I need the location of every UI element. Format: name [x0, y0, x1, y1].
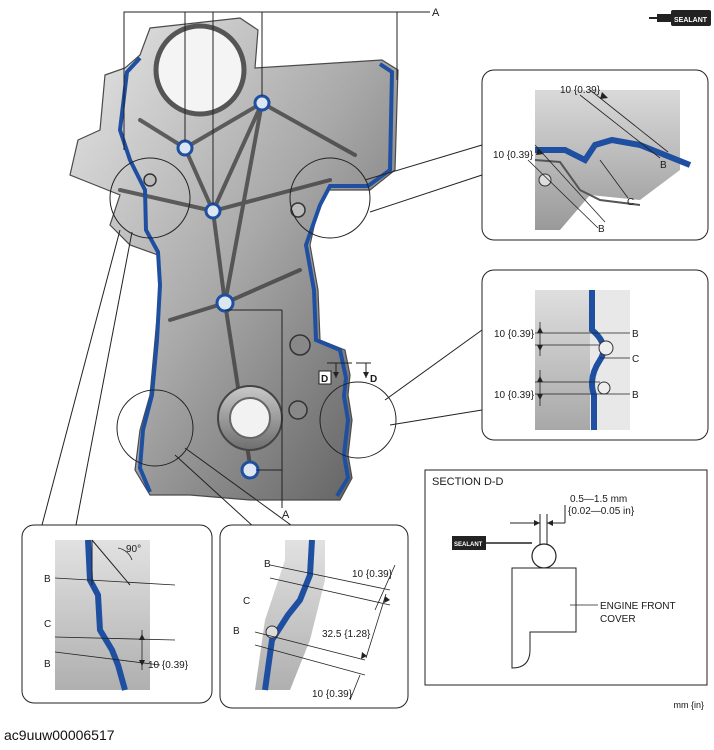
section-label-d-left: D — [321, 374, 328, 385]
sealant-tube-label — [452, 536, 486, 550]
inset-tr-c: C — [627, 197, 634, 208]
inset-bc-c: C — [243, 596, 250, 607]
section-part-line1: ENGINE FRONT — [600, 601, 676, 612]
inset-mr-dim-top: 10 {0.39} — [494, 329, 535, 340]
inset-mr-b2: B — [632, 390, 639, 401]
sealant-bead-section — [531, 543, 557, 569]
inset-tr-b2: B — [598, 224, 605, 235]
inset-bc-b2: B — [233, 626, 240, 637]
section-arrow — [363, 372, 369, 378]
boss — [289, 334, 311, 356]
inset-bc-dim-top: 10 {0.39} — [352, 569, 393, 580]
section-dim-in: {0.02—0.05 in} — [568, 506, 635, 517]
inset-mid-right: 10 {0.39} 10 {0.39} B C B — [481, 269, 709, 441]
sealant-tube-text: SEALANT — [454, 542, 483, 548]
inset-tr-dim-left: 10 {0.39} — [493, 150, 534, 161]
inset-bl-b2: B — [44, 659, 51, 670]
section-label-box — [318, 370, 332, 385]
sealant-bead — [303, 62, 395, 498]
crank-bore-inner — [229, 397, 271, 439]
inset-bl-b1: B — [44, 574, 51, 585]
inset-leaders — [41, 144, 483, 529]
inset-mr-dim-bottom: 10 {0.39} — [494, 390, 535, 401]
section-arrow — [333, 372, 339, 378]
inset-bottom-left: 90° B C B 10 {0.39} — [21, 524, 213, 704]
inset-tr-dim-top: 10 {0.39} — [560, 85, 601, 96]
sealant-tube-icon — [649, 10, 711, 26]
boss — [143, 173, 157, 187]
section-d-d: SECTION D-D 0.5—1.5 mm {0.02—0.05 in} EN… — [424, 469, 708, 686]
inset-bc-dim-bottom: 10 {0.39} — [312, 689, 353, 700]
callout-a-bottom: A — [282, 509, 290, 521]
inset-bl-dim: 10 {0.39} — [148, 660, 189, 671]
callout-a-top: A — [432, 7, 440, 19]
inset-mr-b1: B — [632, 329, 639, 340]
zoom-circles — [109, 157, 397, 467]
inset-mr-c: C — [632, 354, 639, 365]
boss — [290, 202, 306, 218]
cover-section — [511, 567, 577, 669]
units-label: mm {in} — [673, 700, 704, 710]
inset-top-right: 10 {0.39} 10 {0.39} B C B — [481, 69, 709, 241]
sealant-bead — [117, 56, 163, 493]
section-title: SECTION D-D — [432, 476, 504, 488]
section-dim-mm: 0.5—1.5 mm — [570, 494, 627, 505]
inset-tr-b1: B — [660, 160, 667, 171]
callout-a-lines — [123, 11, 430, 508]
top-bore — [153, 23, 247, 117]
inset-bl-angle: 90° — [126, 544, 141, 555]
sealant-tag-text: SEALANT — [674, 17, 708, 24]
section-label-d-right: D — [370, 374, 377, 385]
inset-bottom-center: B C B 10 {0.39} 32.5 {1.28} 10 {0.39} — [219, 524, 409, 709]
section-part-line2: COVER — [600, 614, 636, 625]
inset-bl-c: C — [44, 619, 51, 630]
engine-cover — [69, 17, 399, 501]
figure-id: ac9uuw00006517 — [4, 727, 115, 743]
inset-bc-b1: B — [264, 559, 271, 570]
boss — [288, 400, 308, 420]
inset-bc-dim-mid: 32.5 {1.28} — [322, 629, 371, 640]
